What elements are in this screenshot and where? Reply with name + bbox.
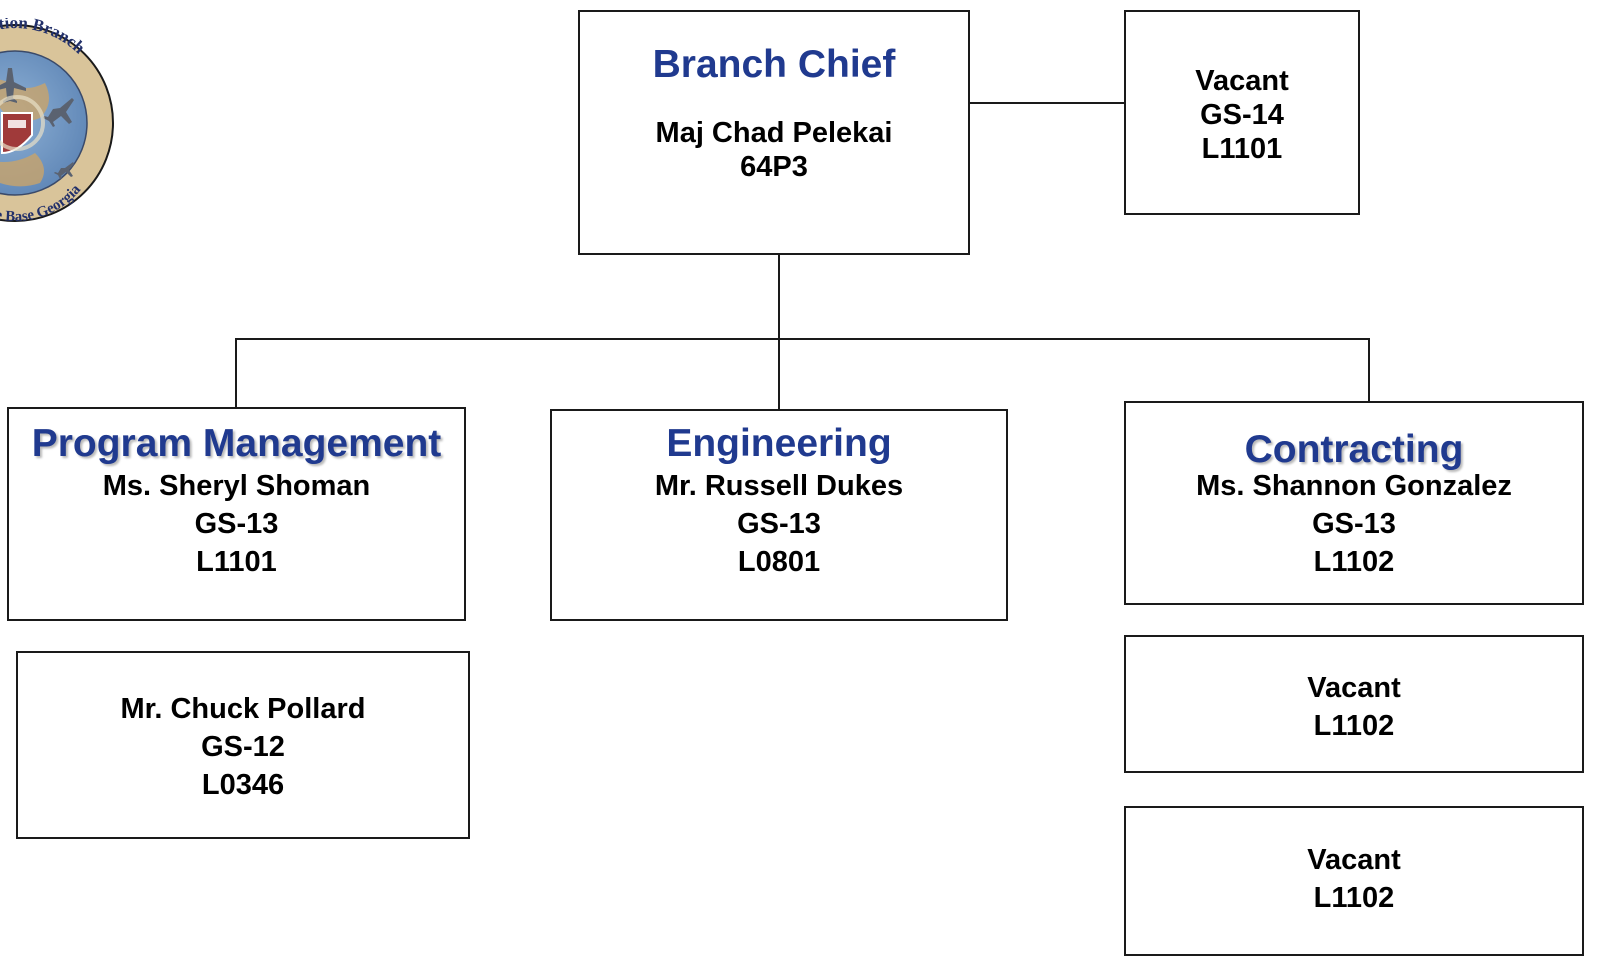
contracting-title: Contracting [1244, 428, 1464, 471]
branch-chief-box: Branch Chief Maj Chad Pelekai 64P3 [578, 10, 970, 255]
branch-chief-name: Maj Chad Pelekai [655, 117, 893, 149]
logo-aircraft-icon [0, 68, 74, 179]
contracting-lead-grade: GS-13 [1312, 508, 1396, 540]
contracting-vacant-1-code: L1102 [1313, 710, 1395, 742]
engineering-lead-name: Mr. Russell Dukes [654, 470, 904, 502]
program-management-staff-code: L0346 [201, 769, 285, 801]
connector-to-program-management [235, 338, 237, 408]
contracting-vacant-box-1: Vacant L1102 [1124, 635, 1584, 773]
contracting-lead-name: Ms. Shannon Gonzalez [1196, 470, 1512, 502]
deputy-code: L1101 [1201, 133, 1283, 165]
acquisition-branch-logo: Acquisition Branch Air Force Base Georgi… [0, 18, 114, 225]
program-management-lead-code: L1101 [196, 546, 277, 578]
program-management-staff-name: Mr. Chuck Pollard [120, 693, 366, 725]
contracting-vacant-1-status: Vacant [1307, 672, 1401, 704]
program-management-box: Program Management Ms. Sheryl Shoman GS-… [7, 407, 466, 621]
program-management-staff-box: Mr. Chuck Pollard GS-12 L0346 [16, 651, 470, 839]
branch-chief-code: 64P3 [740, 151, 808, 183]
deputy-box: Vacant GS-14 L1101 [1124, 10, 1360, 215]
program-management-lead-name: Ms. Sheryl Shoman [102, 470, 371, 502]
contracting-vacant-box-2: Vacant L1102 [1124, 806, 1584, 956]
connector-chief-down [778, 254, 780, 410]
connector-chief-to-deputy [969, 102, 1125, 104]
connector-horizontal-bus [235, 338, 1370, 340]
contracting-box: Contracting Ms. Shannon Gonzalez GS-13 L… [1124, 401, 1584, 605]
engineering-box: Engineering Mr. Russell Dukes GS-13 L080… [550, 409, 1008, 621]
logo-shield-icon [0, 95, 45, 155]
engineering-title: Engineering [666, 422, 892, 465]
program-management-staff-grade: GS-12 [201, 731, 285, 763]
branch-chief-title: Branch Chief [652, 43, 896, 86]
engineering-lead-grade: GS-13 [737, 508, 821, 540]
program-management-lead-grade: GS-13 [194, 508, 279, 540]
connector-to-contracting [1368, 338, 1370, 402]
program-management-title: Program Management [31, 422, 442, 465]
contracting-vacant-2-code: L1102 [1313, 882, 1395, 914]
deputy-grade: GS-14 [1200, 99, 1284, 131]
deputy-status: Vacant [1195, 65, 1289, 97]
contracting-lead-code: L1102 [1313, 546, 1395, 578]
contracting-vacant-2-status: Vacant [1307, 844, 1401, 876]
engineering-lead-code: L0801 [737, 546, 821, 578]
